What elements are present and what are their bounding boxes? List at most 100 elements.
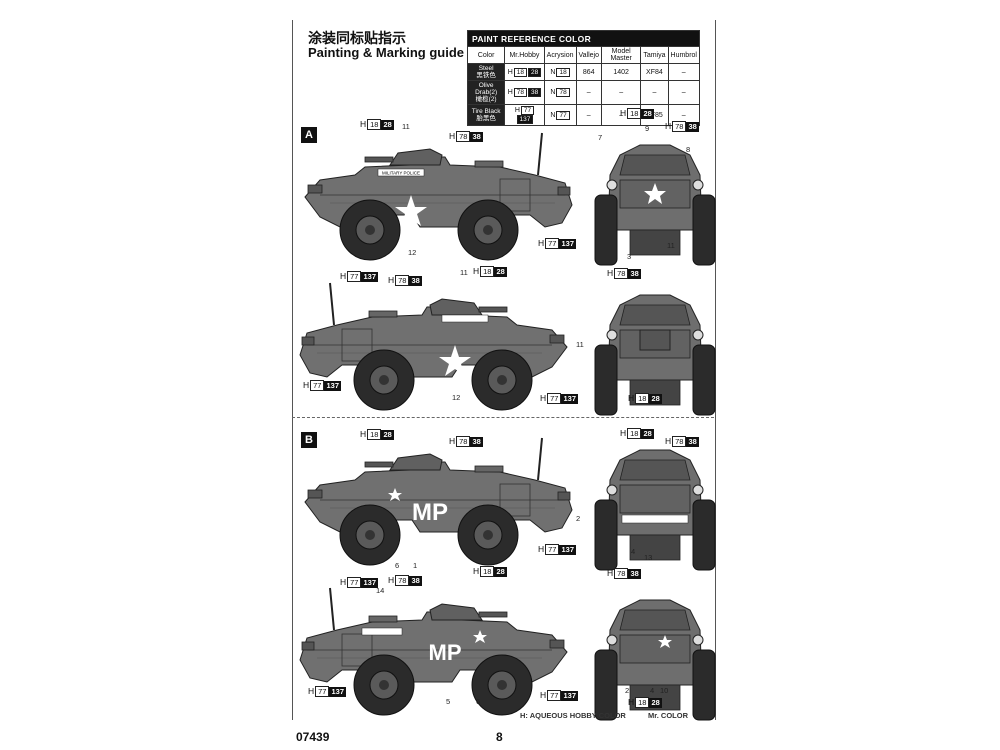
decal-callout: 13	[644, 553, 653, 562]
chip-h: H	[538, 544, 545, 554]
tamiya-cell: –	[640, 80, 669, 105]
decal-callout: 9	[645, 124, 650, 133]
decal-callout: 5	[446, 697, 451, 706]
decal-callout: 3	[627, 252, 632, 261]
chip-code: 77	[547, 393, 562, 404]
chip-h: H	[308, 686, 315, 696]
chip-code: 78	[672, 436, 687, 447]
chip-code-dark: 28	[641, 429, 654, 439]
paint-table-header: PAINT REFERENCE COLOR	[467, 30, 700, 47]
white-star-marking	[658, 635, 672, 648]
legend-mr-color: Mr. COLOR	[648, 711, 689, 720]
decal-callout: 12	[452, 393, 461, 402]
title-english: Painting & Marking guide	[308, 45, 465, 60]
chip-code-dark: 137	[361, 578, 378, 588]
chip-code: 18	[635, 697, 650, 708]
section-a-label: A	[301, 127, 317, 143]
decal-callout: 11	[667, 241, 675, 250]
chip-code: 77	[315, 686, 330, 697]
chip-code: 78	[456, 131, 471, 142]
decal-callout: 6	[476, 697, 481, 706]
mp-marking: MP	[412, 499, 448, 526]
mp-marking: MP	[429, 640, 462, 665]
col-header: Model Master	[600, 46, 642, 64]
tamiya-cell: XF84	[640, 63, 669, 81]
chip-code: 18	[367, 119, 382, 130]
chip-code-dark: 28	[649, 698, 662, 708]
mrhobby-h-code: 77	[520, 106, 535, 115]
chip-h: H	[628, 393, 635, 403]
decal-callout: 7	[598, 133, 603, 142]
chip-h: H	[303, 380, 310, 390]
chip-code-dark: 28	[381, 430, 394, 440]
color-name-cell: Olive Drab(2)橄榄(2)	[466, 80, 506, 105]
chip-h: H	[473, 266, 480, 276]
paint-reference-table: PAINT REFERENCE COLOR Color Mr.Hobby Acr…	[466, 30, 701, 126]
chip-code: 77	[347, 271, 362, 282]
color-name: Steel	[478, 65, 494, 72]
acrysion-code: 77	[556, 110, 570, 120]
chip-code-dark: 38	[628, 269, 641, 279]
col-header: Color	[466, 46, 506, 64]
chip-h: H	[449, 436, 456, 446]
white-star-marking	[439, 345, 471, 376]
chip-h: H	[538, 238, 545, 248]
modelmaster-cell: 1402	[600, 63, 642, 81]
kit-number: 07439	[296, 730, 330, 744]
paint-table-columns: Color Mr.Hobby Acrysion Vallejo Model Ma…	[466, 46, 701, 64]
chip-code-dark: 28	[494, 267, 507, 277]
color-name-cn: 橄榄(2)	[475, 96, 497, 103]
chip-h: H	[620, 108, 627, 118]
col-header: Vallejo	[575, 46, 602, 64]
humbrol-cell: –	[667, 63, 701, 81]
white-star-marking	[388, 488, 402, 501]
chip-code: 78	[456, 436, 471, 447]
chip-code: 78	[395, 575, 410, 586]
decal-callout: 4	[631, 547, 636, 556]
decal-callout: 11	[460, 268, 468, 277]
color-name-cn: 黑铁色	[476, 72, 496, 79]
decal-callout: 8	[686, 145, 691, 154]
chip-code-dark: 38	[470, 437, 483, 447]
chip-code-dark: 137	[561, 691, 578, 701]
decal-callout: 12	[408, 248, 417, 257]
chip-h: H	[360, 119, 367, 129]
chip-code: 77	[545, 238, 560, 249]
chip-code: 18	[627, 428, 642, 439]
col-header: Humbrol	[667, 46, 701, 64]
chip-h: H	[665, 436, 672, 446]
chip-code-dark: 137	[329, 687, 346, 697]
humbrol-cell: –	[667, 80, 701, 105]
section-b-label: B	[301, 432, 317, 448]
title-chinese: 涂装同标贴指示	[308, 31, 406, 47]
chip-h: H	[607, 568, 614, 578]
acrysion-code: 18	[556, 67, 570, 77]
white-star-marking	[644, 183, 666, 204]
decal-callout: 1	[413, 561, 418, 570]
decal-callout: 2	[576, 514, 581, 523]
color-name: Tire Black	[471, 108, 501, 115]
vehicle-a-right-side	[299, 282, 568, 411]
decal-callout: 11	[402, 122, 410, 131]
